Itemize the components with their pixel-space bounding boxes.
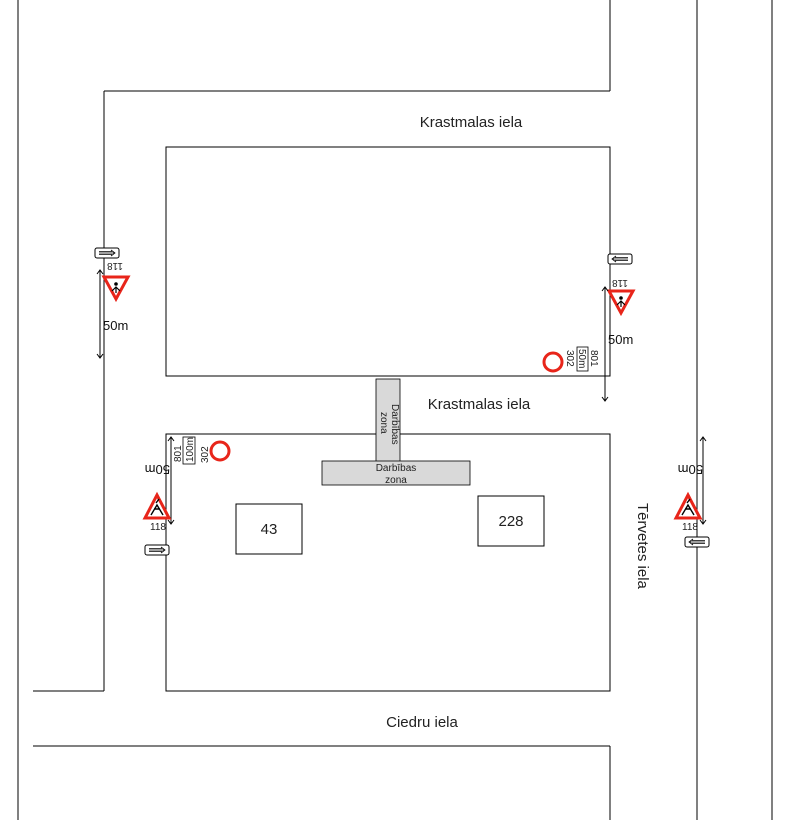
plate-code-801: 801 [588, 350, 599, 367]
distance-label: 50m [145, 462, 170, 477]
street-label-krastmalas-middle: Krastmalas iela [428, 396, 531, 413]
work-zone-vertical [375, 378, 401, 463]
plate-100m: 100m [185, 437, 196, 462]
distance-label: 50m [608, 332, 633, 347]
arrow-plate-arrow [99, 249, 116, 257]
block-north [165, 146, 611, 377]
sign-code-label: 118 [682, 522, 698, 533]
sign-code-302: 302 [200, 446, 211, 463]
work-zone-horizontal [321, 460, 471, 486]
street-label-ciedru: Ciedru iela [386, 714, 458, 731]
no-vehicles-icon [542, 351, 564, 373]
sign-code-302: 302 [564, 350, 575, 367]
work-zone-horizontal-label-2: zona [385, 475, 407, 486]
work-zone-vertical-label-1: Darbības [389, 404, 400, 445]
building-228 [477, 495, 545, 547]
sign-group-east-south: 50m 118 [673, 436, 710, 548]
distance-label: 50m [103, 318, 128, 333]
sign-code-label: 118 [107, 260, 123, 271]
yield-warning-icon [101, 275, 131, 303]
arrow-plate-arrow [149, 546, 166, 554]
building-43-label: 43 [261, 521, 278, 538]
sign-group-west-south: 302 100m 801 50m 118 [142, 436, 231, 556]
work-zone-vertical-label-2: zona [378, 412, 389, 434]
sign-code-label: 118 [150, 522, 166, 533]
sign-code-label: 118 [612, 277, 628, 288]
plate-code-801: 801 [173, 445, 184, 462]
street-outlines [17, 0, 773, 820]
sign-group-west-north: 118 50m [94, 247, 131, 359]
distance-label: 50m [678, 462, 703, 477]
building-228-label: 228 [498, 513, 523, 530]
road-works-warning-icon [142, 491, 172, 520]
street-label-krastmalas-top: Krastmalas iela [420, 114, 523, 131]
plate-50m: 50m [576, 349, 587, 368]
yield-warning-icon [606, 289, 636, 317]
distance-plate [182, 436, 196, 465]
arrow-plate-arrow [688, 538, 705, 546]
road-works-warning-icon [673, 491, 703, 520]
building-43 [235, 503, 303, 555]
no-vehicles-icon [209, 440, 231, 462]
sign-group-east-north: 118 50m 302 50m 801 [542, 253, 636, 402]
work-zone-horizontal-label-1: Darbības [376, 463, 417, 474]
arrow-plate-arrow [611, 255, 628, 263]
distance-plate [576, 346, 589, 372]
street-label-tervetes: Tērvetes iela [634, 503, 651, 590]
